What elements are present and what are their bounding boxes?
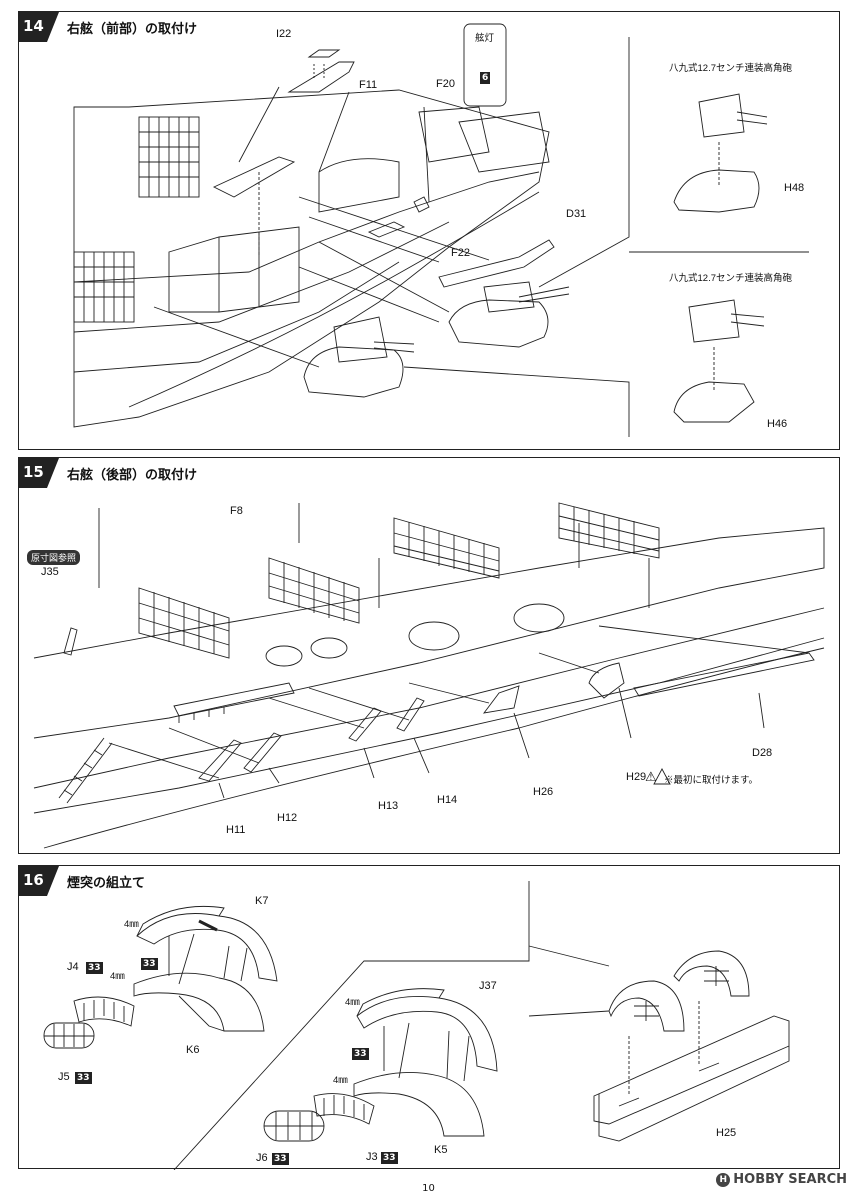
part-label-j6: J6	[256, 1152, 268, 1164]
part-label-f22: F22	[451, 247, 470, 259]
part-label-k5: K5	[434, 1144, 448, 1156]
part-label-j37: J37	[479, 980, 497, 992]
step-16-title: 煙突の組立て	[67, 876, 146, 891]
part-label-i22: I22	[276, 28, 292, 40]
part-label-k6: K6	[186, 1044, 200, 1056]
part-label-h13: H13	[378, 800, 399, 812]
step-15-illustration	[33, 502, 825, 849]
color-badge-j37: 33	[352, 1048, 369, 1060]
step-16-illustration	[43, 881, 790, 1170]
lamp-color-badge: 6	[480, 72, 491, 84]
dimension-label-k7: 4㎜	[124, 919, 139, 930]
lamp-label: 舷灯	[475, 33, 495, 44]
gun-caption-bottom: 八九式12.7センチ連装高角砲	[669, 273, 792, 284]
dimension-label-k6: 4㎜	[110, 971, 125, 982]
step-15-panel: 15 右舷（後部）の取付け 原寸図参照	[18, 457, 840, 854]
part-label-h12: H12	[277, 812, 298, 824]
dimension-label-j37: 4㎜	[345, 997, 360, 1008]
part-label-h11: H11	[226, 824, 246, 836]
step-16-number-badge: 16	[19, 866, 63, 896]
reference-tag: 原寸図参照	[27, 550, 81, 565]
step-15-number-badge: 15	[19, 458, 63, 488]
part-label-j3: J3	[366, 1151, 378, 1163]
hobby-search-icon: H	[716, 1173, 731, 1187]
part-label-j4: J4	[67, 961, 79, 973]
part-label-k7: K7	[255, 895, 269, 907]
step-14-panel: 14 右舷（前部）の取付け	[18, 11, 840, 450]
step-14-illustration	[73, 23, 809, 437]
color-badge-j6: 33	[272, 1153, 289, 1165]
part-label-h29: H29	[626, 771, 647, 783]
part-label-h25: H25	[716, 1127, 737, 1139]
step-14-title: 右舷（前部）の取付け	[67, 22, 198, 37]
part-label-f20: F20	[436, 78, 455, 90]
part-label-h26: H26	[533, 786, 554, 798]
page-number: 10	[422, 1183, 435, 1194]
part-label-j5: J5	[58, 1071, 70, 1083]
color-badge-j5: 33	[75, 1072, 92, 1084]
part-label-d31: D31	[566, 208, 587, 220]
part-label-h14: H14	[437, 794, 458, 806]
color-badge-j3: 33	[381, 1152, 398, 1164]
gun-caption-top: 八九式12.7センチ連装高角砲	[669, 63, 792, 74]
step-14-number-badge: 14	[19, 12, 63, 42]
part-label-j35: J35	[41, 566, 59, 578]
part-label-f11: F11	[359, 79, 378, 91]
step-15-title: 右舷（後部）の取付け	[67, 468, 198, 483]
part-label-h48: H48	[784, 182, 805, 194]
part-label-d28: D28	[752, 747, 773, 759]
caution-icon: ⚠	[645, 769, 657, 784]
caution-note: ※最初に取付けます。	[664, 775, 759, 786]
color-badge-j4: 33	[86, 962, 103, 974]
part-label-h46: H46	[767, 418, 788, 430]
color-badge-k7: 33	[141, 958, 158, 970]
part-label-f8: F8	[230, 505, 243, 517]
dimension-label-k5: 4㎜	[333, 1075, 348, 1086]
step-16-panel: 16 煙突の組立て	[18, 865, 840, 1170]
